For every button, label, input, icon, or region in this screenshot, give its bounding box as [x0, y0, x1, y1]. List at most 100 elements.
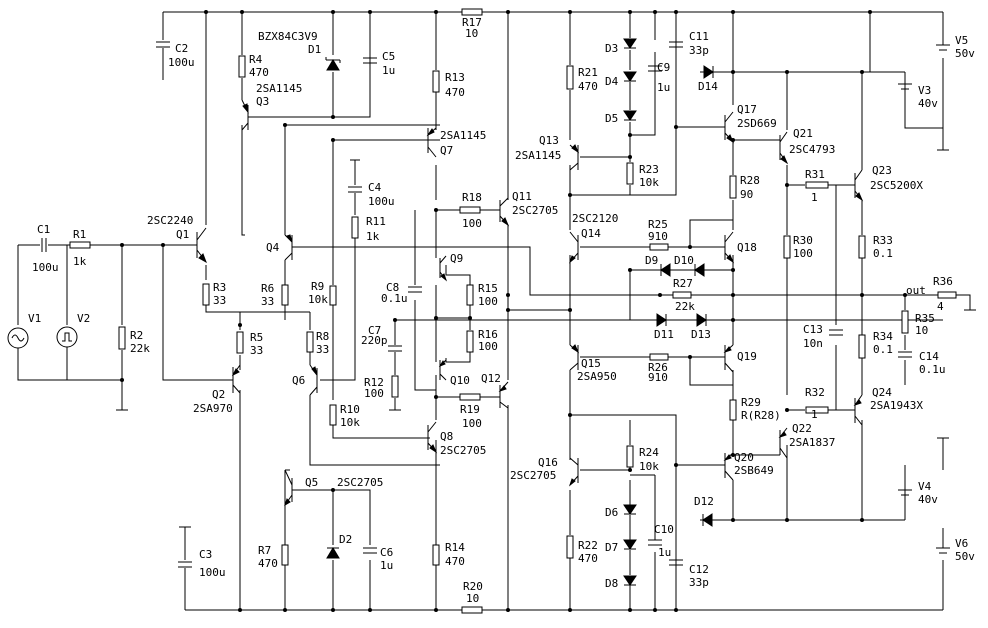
transistor-q1 [185, 227, 207, 264]
label-c5-value: 1u [382, 64, 395, 77]
label-r30-name: R30 [793, 234, 813, 247]
label-r33-name: R33 [873, 234, 893, 247]
label-q23-part: 2SC5200X [870, 179, 923, 192]
transistor-q21 [779, 131, 789, 165]
transistor-q12 [498, 381, 509, 409]
label-q21-part: 2SC4793 [789, 143, 835, 156]
transistor-q13 [569, 144, 580, 171]
resistor-r20 [461, 606, 483, 614]
resistor-r12 [391, 375, 399, 398]
label-r26-value: 910 [648, 371, 668, 384]
transistor-q10 [438, 359, 447, 381]
label-r23-name: R23 [639, 163, 659, 176]
label-q7-name: Q7 [440, 144, 453, 157]
label-r13-value: 470 [445, 86, 465, 99]
resistor-r28 [729, 175, 737, 199]
capacitor-c4 [348, 186, 362, 193]
capacitor-c12 [669, 559, 683, 566]
label-d6-name: D6 [605, 506, 618, 519]
label-r4-value: 470 [249, 66, 269, 79]
label-c3-value: 100u [199, 566, 226, 579]
transistor-q15 [569, 344, 580, 371]
label-r9-name: R9 [311, 280, 324, 293]
label-r27-name: R27 [673, 277, 693, 290]
label-v5-name: V5 [955, 34, 968, 47]
label-r26-name: R26 [648, 361, 668, 374]
capacitor-c10 [648, 539, 662, 546]
label-q2-part: 2SA970 [193, 402, 233, 415]
ground-symbols [116, 149, 976, 528]
resistor-r27 [672, 291, 692, 299]
supply-v5 [936, 44, 950, 51]
label-r25-value: 910 [648, 230, 668, 243]
label-q22-name: Q22 [792, 422, 812, 435]
label-q3-part: 2SA1145 [256, 82, 302, 95]
transistor-q14 [568, 231, 579, 264]
transistor-q16 [568, 457, 579, 487]
label-r24-name: R24 [639, 446, 659, 459]
label-r32-value: 1 [811, 408, 818, 421]
label-r10-value: 10k [340, 416, 360, 429]
label-c9-name: C9 [657, 61, 670, 74]
label-r29-value: R(R28) [741, 409, 781, 422]
label-r8-value: 33 [316, 343, 329, 356]
label-d11-name: D11 [654, 328, 674, 341]
capacitor-c8 [408, 286, 422, 293]
label-r4-name: R4 [249, 53, 263, 66]
label-r7-value: 470 [258, 557, 278, 570]
label-q5-name: Q5 [305, 476, 318, 489]
label-r31-value: 1 [811, 191, 818, 204]
label-q3-name: Q3 [256, 95, 269, 108]
label-v1-name: V1 [28, 312, 41, 325]
label-r14-name: R14 [445, 541, 465, 554]
transistor-q24 [850, 394, 863, 426]
label-r25-name: R25 [648, 218, 668, 231]
diode-d8 [623, 575, 637, 586]
label-q16-part: 2SC2705 [510, 469, 556, 482]
label-q14-part: 2SC2120 [572, 212, 618, 225]
sources [7, 44, 976, 554]
transistor-q20 [723, 452, 734, 481]
resistor-r9 [329, 285, 337, 306]
label-d7-name: D7 [605, 541, 618, 554]
label-c8-value: 0.1u [381, 292, 408, 305]
capacitor-c11 [669, 41, 683, 48]
label-v5-value: 50v [955, 47, 975, 60]
source-v1 [7, 327, 29, 349]
label-q17-name: Q17 [737, 103, 757, 116]
label-r34-name: R34 [873, 330, 893, 343]
label-r22-value: 470 [578, 552, 598, 565]
label-q12-name: Q12 [481, 372, 501, 385]
transistor-q2 [230, 364, 241, 394]
label-r21-value: 470 [578, 80, 598, 93]
label-q2-name: Q2 [212, 388, 225, 401]
label-q22-part: 2SA1837 [789, 436, 835, 449]
resistor-r6 [281, 284, 289, 306]
label-r23-value: 10k [639, 176, 659, 189]
label-r30-value: 100 [793, 247, 813, 260]
junctions [120, 10, 907, 612]
label-d13-name: D13 [691, 328, 711, 341]
label-c5-name: C5 [382, 50, 395, 63]
label-r3-name: R3 [213, 281, 226, 294]
transistor-q11 [499, 197, 510, 227]
label-r11-name: R11 [366, 215, 386, 228]
wires [17, 11, 971, 611]
label-c10-value: 1u [658, 546, 671, 559]
label-d10-name: D10 [674, 254, 694, 267]
label-r12-name: R12 [364, 376, 384, 389]
label-r29-name: R29 [741, 396, 761, 409]
label-r19-value: 100 [462, 417, 482, 430]
capacitor-c14 [898, 351, 912, 358]
label-c13-name: C13 [803, 323, 823, 336]
label-r34-value: 0.1 [873, 343, 893, 356]
transistor-q7 [426, 127, 437, 158]
label-r13-name: R13 [445, 71, 465, 84]
label-r16-value: 100 [478, 340, 498, 353]
label-r28-value: 90 [740, 188, 753, 201]
label-d5-name: D5 [605, 112, 618, 125]
label-q17-part: 2SD669 [737, 117, 777, 130]
resistor-r3 [202, 283, 210, 306]
diode-d11 [656, 313, 667, 327]
